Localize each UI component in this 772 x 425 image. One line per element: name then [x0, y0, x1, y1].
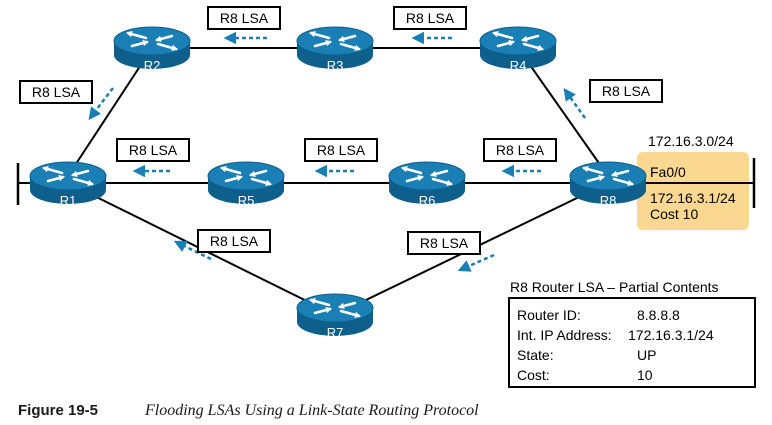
caption-text: Flooding LSAs Using a Link-State Routing…: [144, 402, 479, 419]
svg-text:R8 LSA: R8 LSA: [496, 142, 545, 158]
router-icon: [207, 161, 285, 204]
subnet-network: 172.16.3.0/24: [648, 133, 734, 149]
lsa-row-label-2: State:: [517, 347, 554, 363]
subnet-address: 172.16.3.1/24: [650, 190, 736, 206]
subnet-interface: Fa0/0: [650, 164, 686, 180]
svg-text:R5: R5: [238, 193, 255, 208]
lsa-label-r1-r7: R8 LSA: [197, 229, 271, 253]
svg-text:R8 LSA: R8 LSA: [406, 10, 455, 26]
router-r6[interactable]: R6: [388, 161, 466, 208]
svg-text:R8 LSA: R8 LSA: [32, 84, 81, 100]
lsa-label-r6-r8: R8 LSA: [483, 138, 557, 162]
svg-text:R4: R4: [510, 58, 527, 73]
lsa-label-r2-r3: R8 LSA: [207, 6, 281, 30]
subnet-info: 172.16.3.0/24 Fa0/0 172.16.3.1/24 Cost 1…: [648, 133, 736, 222]
flood-arrow-r2-r1: [88, 87, 114, 120]
router-r3[interactable]: R3: [296, 26, 374, 73]
flood-arrow-r8-r4: [563, 87, 587, 119]
router-r2[interactable]: R2: [113, 26, 191, 73]
svg-text:R7: R7: [327, 325, 344, 340]
routers: R1 R2 R3 R4 R5 R6 R7 R8: [29, 26, 647, 340]
svg-text:R6: R6: [419, 193, 436, 208]
link-r2-r1: [67, 47, 153, 177]
lsa-label-r1-r5: R8 LSA: [116, 138, 190, 162]
svg-text:R1: R1: [60, 193, 77, 208]
lsa-row-value-3: 10: [637, 367, 653, 383]
lsa-label-r4-r8: R8 LSA: [589, 79, 663, 103]
lsa-table-box: [508, 297, 756, 388]
svg-text:R8 LSA: R8 LSA: [420, 235, 469, 251]
router-icon: [569, 161, 647, 204]
lsa-labels: R8 LSA R8 LSA R8 LSA R8 LSA R8 LSA R8 LS…: [19, 6, 663, 255]
lsa-label-r7-r8: R8 LSA: [407, 231, 481, 255]
lsa-row-label-3: Cost:: [517, 367, 550, 383]
router-r8[interactable]: R8: [569, 161, 647, 208]
svg-text:R8 LSA: R8 LSA: [602, 83, 651, 99]
router-r4[interactable]: R4: [479, 26, 557, 73]
router-icon: [479, 26, 557, 69]
link-r4-r8: [517, 47, 609, 177]
svg-text:R3: R3: [327, 58, 344, 73]
subnet-highlight: [637, 152, 749, 230]
lsa-label-r2-r1: R8 LSA: [19, 80, 93, 104]
router-r7[interactable]: R7: [296, 293, 374, 340]
subnet-cost: Cost 10: [650, 206, 698, 222]
svg-text:R8: R8: [600, 193, 617, 208]
flood-arrows: [88, 31, 587, 272]
lsa-row-label-1: Int. IP Address:: [517, 327, 612, 343]
svg-text:R8 LSA: R8 LSA: [210, 233, 259, 249]
lsa-contents-panel: R8 Router LSA – Partial Contents Router …: [508, 279, 756, 388]
svg-text:R8 LSA: R8 LSA: [220, 10, 269, 26]
svg-text:R2: R2: [144, 58, 161, 73]
router-icon: [296, 293, 374, 336]
svg-text:R8 LSA: R8 LSA: [317, 142, 366, 158]
lsa-table-title: R8 Router LSA – Partial Contents: [510, 279, 719, 295]
lsa-label-r3-r4: R8 LSA: [393, 6, 467, 30]
caption-label: Figure 19-5: [18, 402, 98, 419]
lsa-row-label-0: Router ID:: [517, 307, 581, 323]
lsa-label-r5-r6: R8 LSA: [304, 138, 378, 162]
router-icon: [388, 161, 466, 204]
svg-text:R8 LSA: R8 LSA: [129, 142, 178, 158]
flood-arrow-r8-r7: [457, 253, 495, 272]
lsa-row-value-2: UP: [637, 347, 656, 363]
router-r5[interactable]: R5: [207, 161, 285, 208]
lsa-row-value-0: 8.8.8.8: [637, 307, 680, 323]
router-icon: [296, 26, 374, 69]
figure-caption: Figure 19-5 Flooding LSAs Using a Link-S…: [18, 402, 479, 419]
router-icon: [113, 26, 191, 69]
lsa-row-value-1: 172.16.3.1/24: [628, 327, 714, 343]
router-icon: [29, 161, 107, 204]
router-r1[interactable]: R1: [29, 161, 107, 208]
